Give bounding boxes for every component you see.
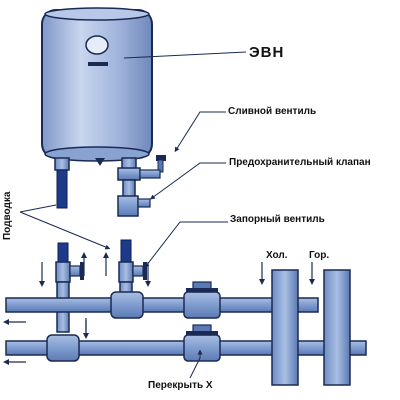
shutoff-valve-left[interactable] [55, 261, 84, 283]
drain-valve-handle[interactable] [156, 155, 166, 161]
hot-label: Гор. [309, 250, 330, 261]
riser-cold [271, 269, 299, 386]
flow-arrows [3, 252, 315, 365]
block-cold-label: Перекрыть Х [148, 380, 213, 391]
water-heater-tank [41, 7, 153, 166]
supply-hose-lower-right [120, 239, 132, 265]
main-valve-upper[interactable] [183, 281, 221, 319]
safety-valve-label: Предохранительный клапан [229, 157, 371, 168]
supply-label: Подводка [2, 191, 13, 240]
supply-hose-left [56, 169, 68, 209]
supply-arrow-2 [19, 204, 57, 213]
drain-pointer [174, 111, 226, 153]
heater-pointer [123, 51, 247, 59]
drain-valve-label: Сливной вентиль [228, 106, 317, 117]
safety-pointer [149, 162, 226, 200]
block-pointer [189, 349, 203, 379]
shutoff-valve-label: Запорный вентиль [230, 214, 325, 225]
heater-label: ЭВН [249, 44, 285, 61]
supply-arrow-1 [19, 211, 111, 250]
shutoff-pointer [144, 221, 228, 268]
shutoff-valve-right[interactable] [118, 261, 147, 283]
heater-outlet-pipe [54, 157, 70, 171]
tee-fitting-lower [46, 334, 80, 362]
tee-fitting-upper [110, 291, 144, 319]
thermostat-dial [85, 35, 109, 55]
inlet-valve-assembly [117, 155, 166, 217]
main-pipe-upper [5, 297, 319, 313]
indicator-bar [88, 62, 108, 66]
cold-label: Хол. [266, 250, 288, 261]
safety-valve-body [117, 195, 139, 217]
riser-hot [323, 269, 351, 386]
main-valve-lower[interactable] [183, 324, 221, 362]
